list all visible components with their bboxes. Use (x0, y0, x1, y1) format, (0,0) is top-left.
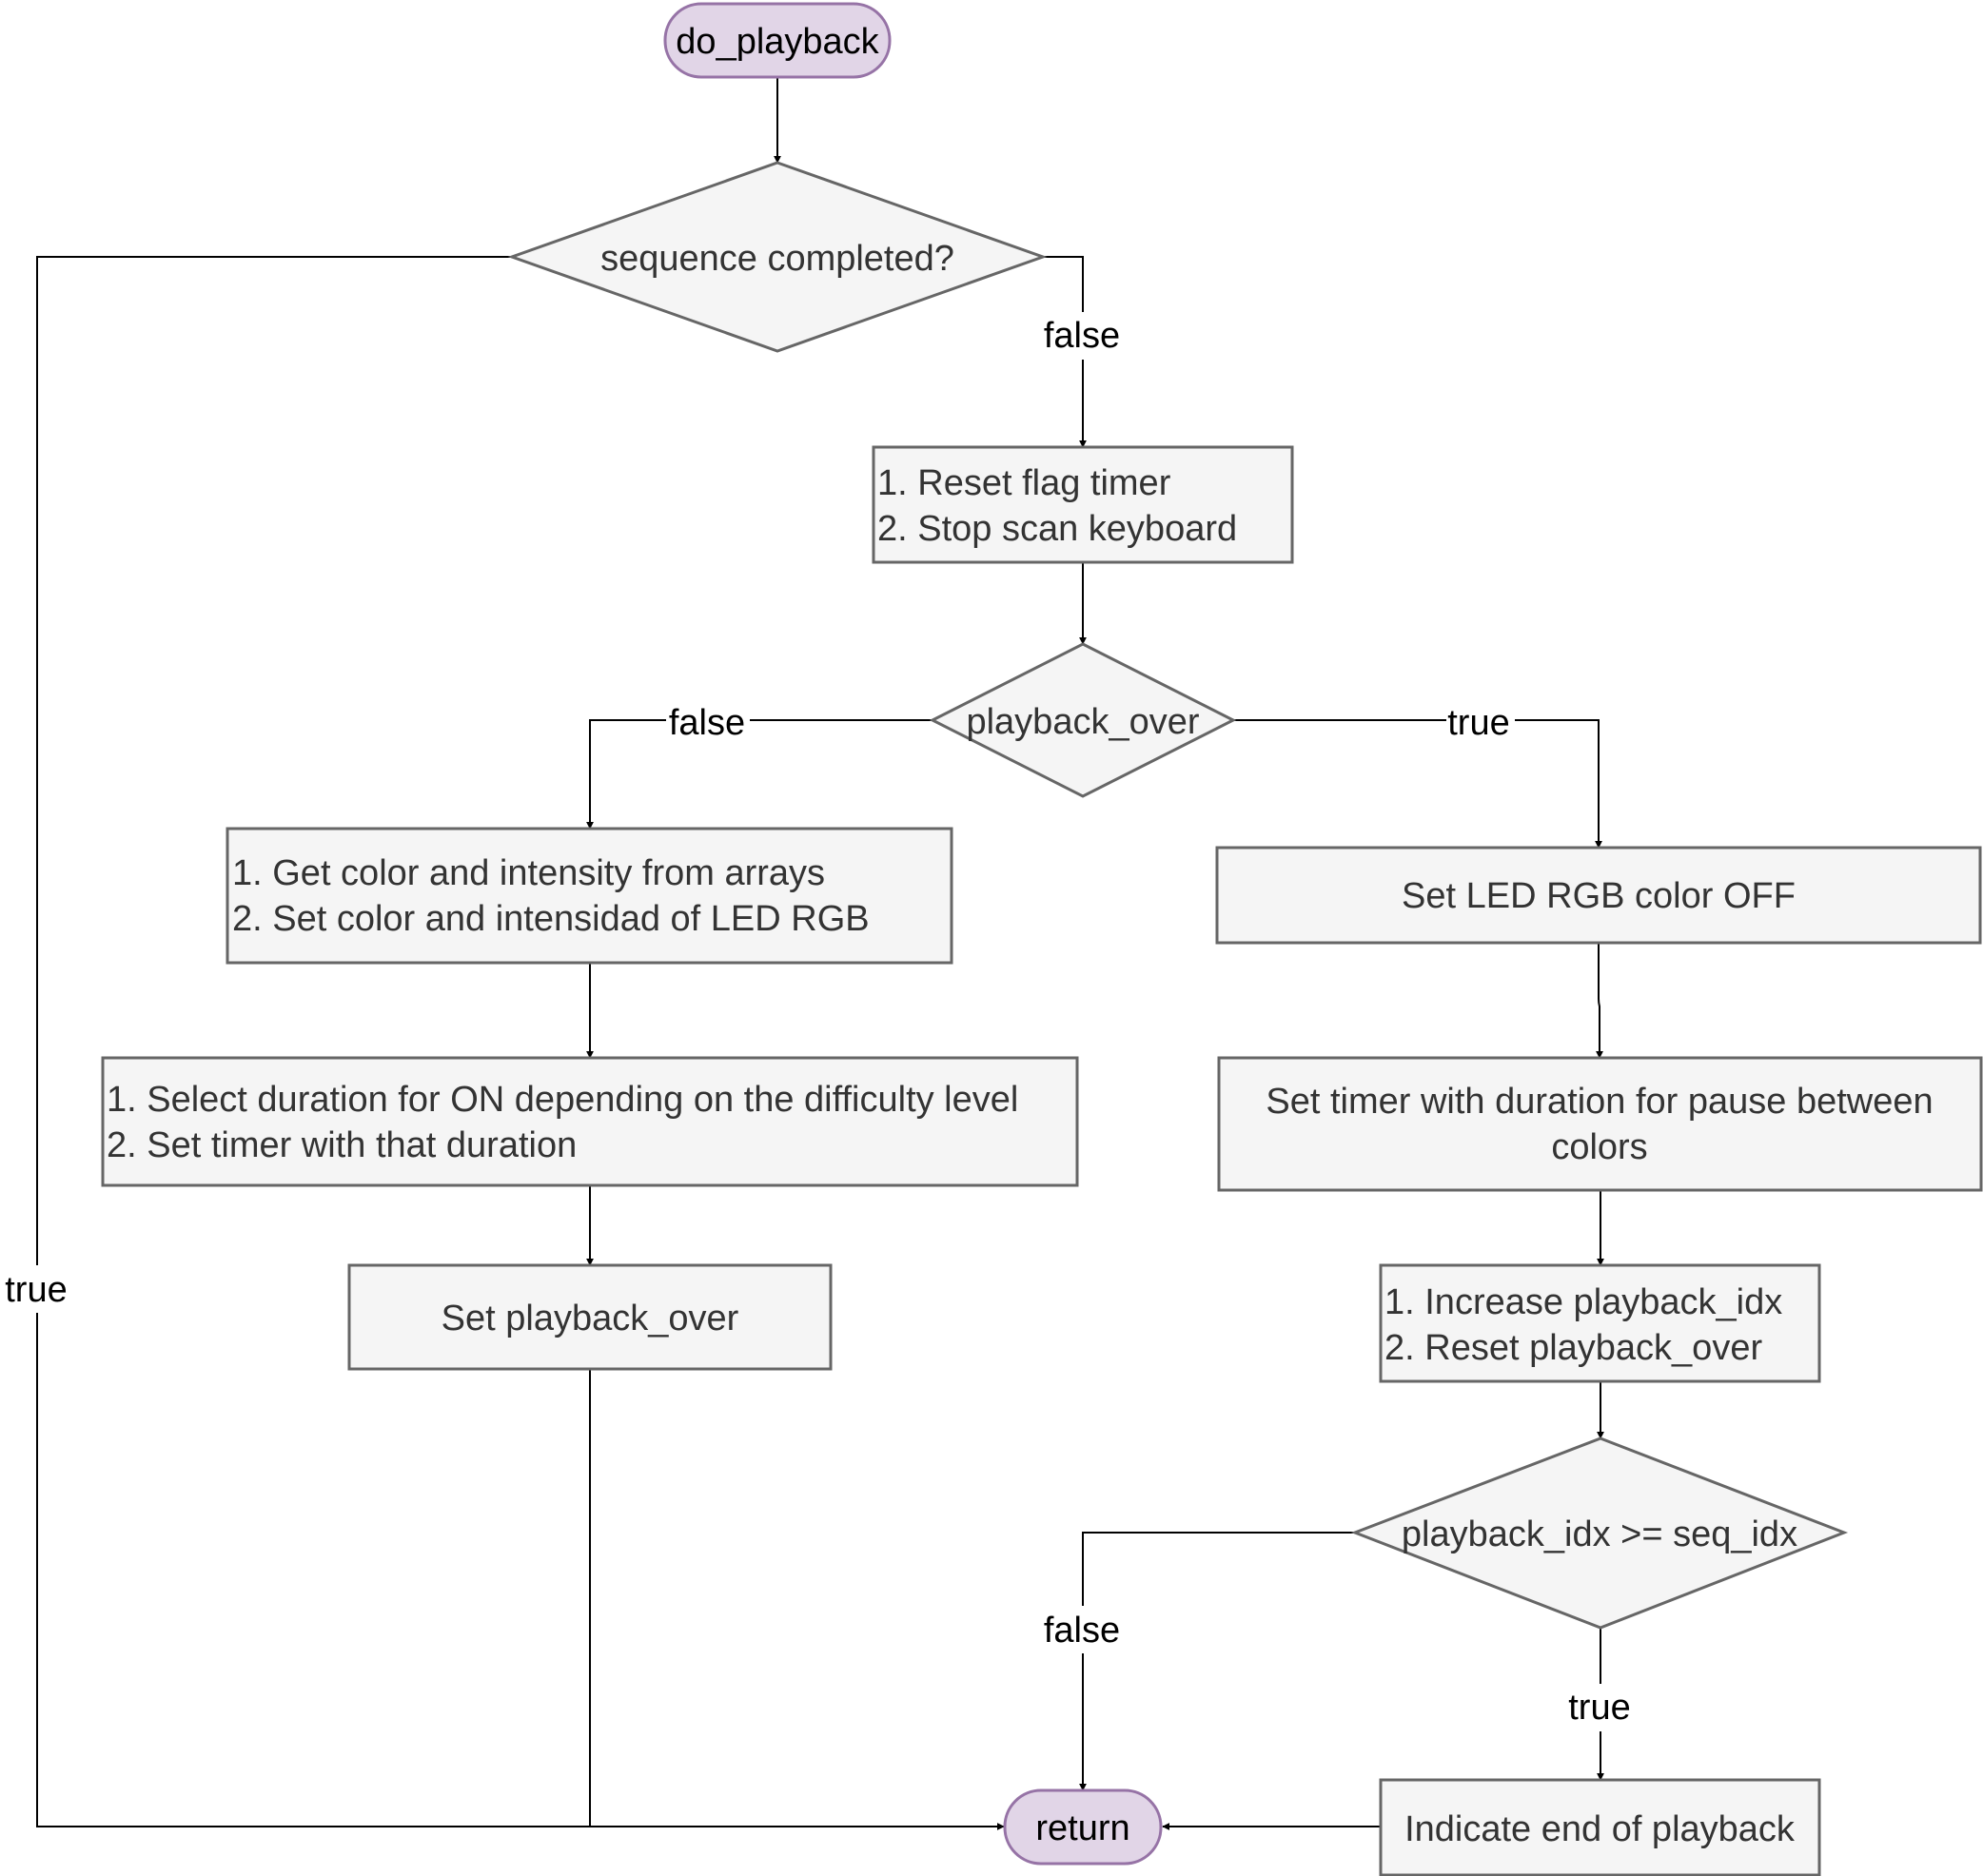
decision-playback-over: playback_over (929, 642, 1237, 798)
edge-label-sequence-false: false (1044, 316, 1120, 356)
process-led-off: Set LED RGB color OFF (1215, 846, 1982, 945)
end-terminal: return (1003, 1788, 1163, 1866)
edge-sequence-true (36, 256, 1005, 1830)
end-terminal-label: return (1035, 1808, 1129, 1848)
edge-label-idx-true: true (1568, 1688, 1630, 1728)
process-get-color-shape (226, 827, 953, 965)
process-reset-flag-timer: 1. Reset flag timer 2. Stop scan keyboar… (872, 445, 1294, 564)
process-reset-line-1: 1. Reset flag timer (877, 463, 1171, 503)
process-reset-shape (872, 445, 1294, 564)
decision-playback-over-label: playback_over (966, 702, 1199, 742)
start-terminal: do_playback (663, 2, 892, 79)
process-select-duration: 1. Select duration for ON depending on t… (101, 1056, 1079, 1187)
process-led-off-label: Set LED RGB color OFF (1402, 876, 1796, 916)
process-led-off-shape (1215, 846, 1982, 945)
decision-idx: playback_idx >= seq_idx (1350, 1436, 1849, 1630)
process-get-color: 1. Get color and intensity from arrays 2… (226, 827, 953, 965)
process-indicate-end-label: Indicate end of playback (1404, 1809, 1796, 1849)
process-pause-timer-shape (1217, 1056, 1983, 1192)
process-pause-timer-line-2: colors (1551, 1127, 1647, 1167)
edge-label-sequence-true: true (5, 1270, 67, 1310)
process-set-playback-over: Set playback_over (347, 1263, 833, 1371)
edge-labels: false true false true false true (2, 312, 1637, 1731)
process-get-color-line-1: 1. Get color and intensity from arrays (232, 853, 825, 893)
edge-playback-over-false (586, 719, 933, 830)
process-reset-line-2: 2. Stop scan keyboard (877, 509, 1237, 549)
process-get-color-line-2: 2. Set color and intensidad of LED RGB (232, 899, 870, 939)
edge-label-idx-false: false (1044, 1611, 1120, 1651)
edge-label-playback-over-false: false (669, 703, 745, 743)
end-terminal-shape (1005, 1790, 1161, 1864)
process-increase-idx-line-2: 2. Reset playback_over (1384, 1328, 1762, 1368)
process-indicate-end-shape (1379, 1778, 1821, 1876)
edge-sequence-false (1043, 256, 1087, 448)
process-increase-idx-shape (1379, 1263, 1821, 1383)
start-terminal-label: do_playback (676, 22, 879, 62)
process-select-duration-line-2: 2. Set timer with that duration (107, 1125, 577, 1165)
process-select-duration-shape (101, 1056, 1079, 1187)
decision-sequence-completed: sequence completed? (507, 161, 1048, 353)
process-indicate-end: Indicate end of playback (1379, 1778, 1821, 1876)
process-pause-timer-line-1: Set timer with duration for pause betwee… (1266, 1082, 1933, 1122)
process-increase-idx-line-1: 1. Increase playback_idx (1384, 1282, 1782, 1322)
edge-led-off-to-pause-timer (1596, 943, 1603, 1059)
decision-sequence-shape (507, 161, 1048, 353)
decision-idx-label: playback_idx >= seq_idx (1402, 1514, 1797, 1554)
process-pause-timer: Set timer with duration for pause betwee… (1217, 1056, 1983, 1192)
process-increase-idx: 1. Increase playback_idx 2. Reset playba… (1379, 1263, 1821, 1383)
decision-playback-over-shape (929, 642, 1237, 798)
nodes: do_playback sequence completed? 1. Reset… (101, 2, 1983, 1876)
edge-idx-false (1079, 1532, 1355, 1791)
decision-sequence-label: sequence completed? (600, 239, 954, 279)
process-set-playback-over-shape (347, 1263, 833, 1371)
process-select-duration-line-1: 1. Select duration for ON depending on t… (107, 1080, 1018, 1120)
edge-playback-over-true (1233, 719, 1602, 849)
edge-label-playback-over-true: true (1447, 703, 1509, 743)
decision-idx-shape (1350, 1436, 1849, 1630)
start-terminal-shape (665, 4, 890, 77)
process-set-playback-over-label: Set playback_over (442, 1299, 739, 1339)
